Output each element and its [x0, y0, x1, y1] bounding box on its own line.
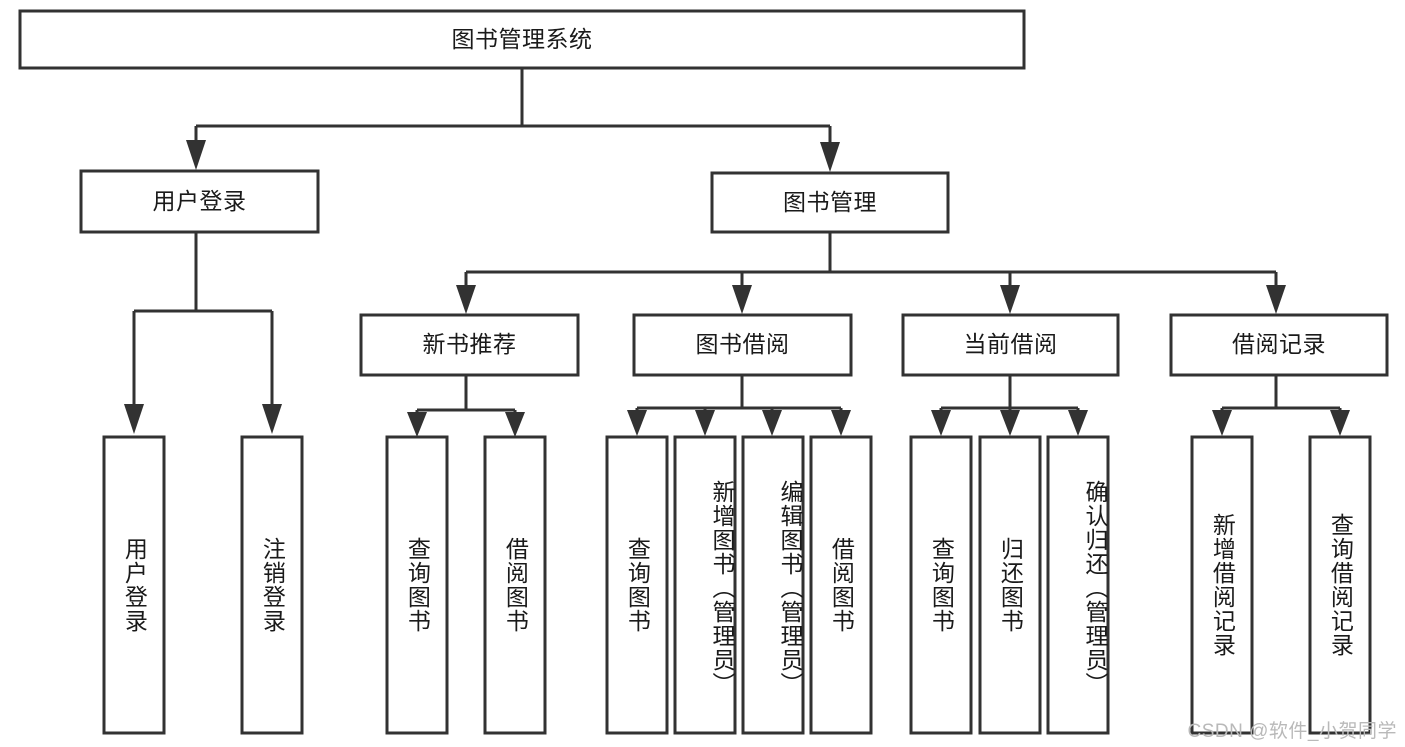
node-box-leaf-query-book-3[interactable] [909, 435, 973, 735]
arrow-head-icon [831, 410, 851, 436]
arrow-head-icon [1000, 285, 1020, 314]
connector-group-current-borrow [931, 375, 1088, 436]
connector-group-book-manage [456, 232, 1286, 314]
node-box-user-login[interactable] [79, 169, 320, 234]
node-box-book-manage[interactable] [710, 171, 950, 234]
node-box-leaf-edit-book[interactable] [741, 435, 805, 735]
connector-group-new-book-recommend [407, 375, 525, 437]
node-box-root[interactable] [18, 9, 1026, 70]
watermark-text: CSDN @软件_小贺同学 [1187, 721, 1397, 742]
arrow-head-icon [820, 142, 840, 172]
arrow-head-icon [732, 285, 752, 314]
arrow-head-icon [695, 410, 715, 436]
node-box-borrow-record[interactable] [1169, 313, 1389, 377]
connector-group-root [186, 68, 840, 172]
arrow-head-icon [627, 410, 647, 436]
arrow-head-icon [456, 285, 476, 314]
node-box-leaf-return-book[interactable] [978, 435, 1042, 735]
node-box-current-borrow[interactable] [901, 313, 1120, 377]
node-box-leaf-query-record[interactable] [1308, 435, 1372, 735]
node-box-leaf-add-book[interactable] [673, 435, 737, 735]
connector-group-borrow-record [1212, 375, 1350, 436]
node-box-leaf-add-record[interactable] [1190, 435, 1254, 735]
arrow-head-icon [1212, 410, 1232, 436]
arrow-head-icon [1330, 410, 1350, 436]
connector-group-user-login [124, 232, 282, 434]
arrow-head-icon [407, 412, 427, 437]
arrow-head-icon [762, 410, 782, 436]
node-box-leaf-query-book-1[interactable] [385, 435, 449, 735]
arrow-head-icon [931, 410, 951, 436]
arrow-head-icon [505, 412, 525, 437]
node-box-leaf-user-logout[interactable] [240, 435, 304, 735]
node-box-new-book-recommend[interactable] [359, 313, 580, 377]
node-box-leaf-borrow-book-2[interactable] [809, 435, 873, 735]
arrow-head-icon [186, 140, 206, 170]
arrow-head-icon [1266, 285, 1286, 314]
arrow-head-icon [262, 404, 282, 434]
connector-group-book-borrow [627, 375, 851, 436]
node-box-leaf-confirm-return[interactable] [1046, 435, 1110, 735]
node-box-book-borrow[interactable] [632, 313, 853, 377]
arrow-head-icon [1000, 410, 1020, 436]
node-box-leaf-query-book-2[interactable] [605, 435, 669, 735]
arrow-head-icon [1068, 410, 1088, 436]
arrow-head-icon [124, 404, 144, 434]
node-box-leaf-user-login[interactable] [102, 435, 166, 735]
node-box-leaf-borrow-book-1[interactable] [483, 435, 547, 735]
